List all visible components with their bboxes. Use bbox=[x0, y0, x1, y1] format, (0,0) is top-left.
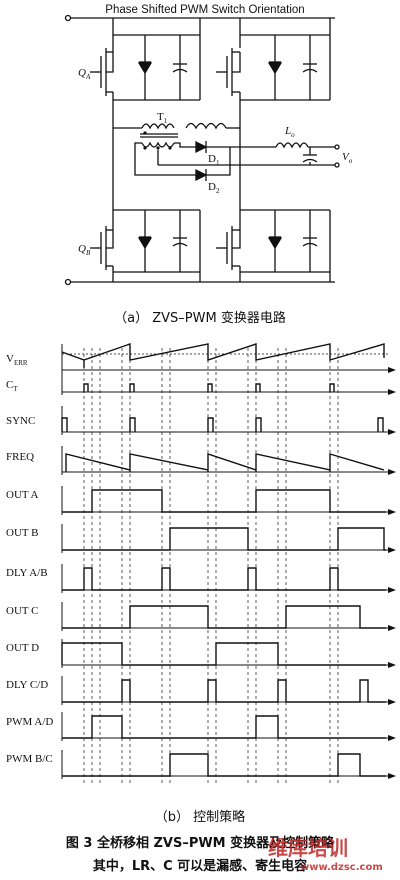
signal-label: FREQ bbox=[6, 451, 34, 463]
signal-label: OUT C bbox=[6, 605, 39, 617]
ct-pulse bbox=[129, 383, 135, 392]
label-d1: D1 bbox=[208, 153, 220, 167]
signal-label: OUT A bbox=[6, 489, 39, 501]
axis-arrow bbox=[388, 509, 396, 515]
axis-arrow bbox=[388, 389, 396, 395]
pwm-bc-wave bbox=[62, 753, 386, 777]
axis-arrow bbox=[388, 625, 396, 631]
dly-ab-wave bbox=[62, 567, 386, 591]
timing-diagram: VERR CT SYNC FREQ OUT A OUT B DLY A/B OUT C OUT … bbox=[6, 343, 396, 785]
signal-label: DLY C/D bbox=[6, 679, 48, 691]
sync-pulse bbox=[207, 417, 214, 432]
signal-label: PWM B/C bbox=[6, 753, 53, 765]
signal-label: CT bbox=[6, 379, 18, 393]
signal-label: SYNC bbox=[6, 415, 35, 427]
signal-label: VERR bbox=[6, 353, 28, 367]
pwm-ad-wave bbox=[62, 715, 386, 739]
watermark-logo: 维库培训 bbox=[268, 836, 348, 860]
label-qa: QA bbox=[78, 67, 91, 81]
figure-caption-line2: 其中，LR、C 可以是漏感、寄生电容 bbox=[92, 859, 308, 874]
signal-label: OUT D bbox=[6, 642, 39, 654]
ct-pulse bbox=[329, 383, 335, 392]
sync-pulse bbox=[129, 417, 136, 432]
ct-pulse bbox=[207, 383, 213, 392]
axis-arrow bbox=[388, 429, 396, 435]
circuit-diagram: Phase Shifted PWM Switch Orientation bbox=[64, 4, 353, 286]
circuit-title: Phase Shifted PWM Switch Orientation bbox=[105, 4, 304, 16]
sync-pulse bbox=[377, 417, 384, 432]
caption-b: （b） 控制策略 bbox=[154, 810, 246, 825]
axis-arrow bbox=[388, 699, 396, 705]
figure-caption-line1: 图 3 全桥移相 ZVS–PWM 变换器及控制策略 bbox=[65, 836, 335, 851]
out-a-wave bbox=[62, 489, 386, 513]
axis-arrow bbox=[388, 469, 396, 475]
label-qb: QB bbox=[78, 243, 91, 257]
signal-label: PWM A/D bbox=[6, 716, 53, 728]
out-c-wave bbox=[62, 605, 386, 629]
watermark-site: www.dzsc.com bbox=[300, 862, 383, 873]
sync-pulse bbox=[255, 417, 262, 432]
axis-arrow bbox=[388, 735, 396, 741]
axis-arrow bbox=[388, 662, 396, 668]
caption-a: （a） ZVS–PWM 变换器电路 bbox=[114, 311, 286, 326]
axis-arrow bbox=[388, 367, 396, 373]
label-vo: Vo bbox=[342, 151, 353, 165]
label-d2: D2 bbox=[208, 181, 220, 195]
ct-pulse bbox=[83, 383, 89, 392]
signal-label: DLY A/B bbox=[6, 567, 48, 579]
dly-cd-wave bbox=[62, 679, 386, 703]
sync-pulse bbox=[61, 417, 68, 432]
axis-arrow bbox=[388, 547, 396, 553]
axis-arrow bbox=[388, 773, 396, 779]
ct-pulse bbox=[255, 383, 261, 392]
freq-ramp bbox=[65, 453, 385, 472]
out-d-wave bbox=[61, 642, 386, 666]
verr-ramp bbox=[61, 343, 385, 368]
label-t1: T1 bbox=[157, 111, 168, 125]
label-lo: Lo bbox=[284, 125, 295, 139]
axis-arrow bbox=[388, 587, 396, 593]
out-b-wave bbox=[62, 527, 386, 551]
signal-label: OUT B bbox=[6, 527, 39, 539]
